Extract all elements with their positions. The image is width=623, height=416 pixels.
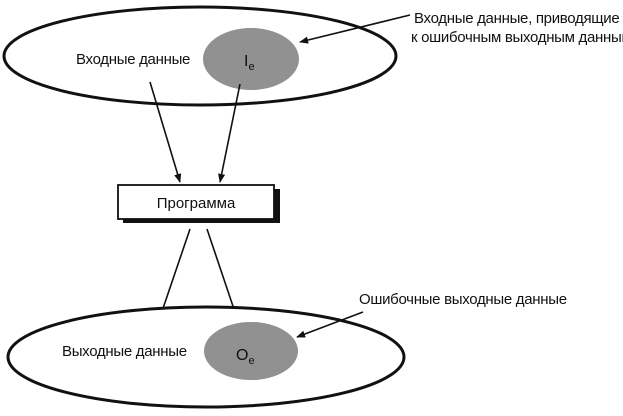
output-error-annotation: Ошибочные выходные данные <box>296 291 567 338</box>
arrow-error-input-to-program <box>218 83 241 183</box>
input-annotation-line-2: к ошибочным выходным данным <box>411 29 623 46</box>
output-set: Выходные данные Oe <box>6 305 406 409</box>
input-set: Входные данные Ie <box>2 5 398 107</box>
input-error-annotation: Входные данные, приводящие к ошибочным в… <box>299 10 623 46</box>
input-error-symbol: Ie <box>244 53 255 73</box>
output-set-label: Выходные данные <box>62 343 187 360</box>
output-error-subset-blob <box>204 322 298 380</box>
input-annotation-arrow <box>299 14 411 44</box>
program-box: Программа <box>117 184 280 223</box>
input-error-symbol-subscript: e <box>248 61 254 73</box>
input-annotation-line-1: Входные данные, приводящие <box>414 10 619 27</box>
output-error-symbol: Oe <box>236 347 255 367</box>
input-set-label: Входные данные <box>76 51 190 68</box>
input-domain-ellipse <box>2 5 398 107</box>
output-annotation-text: Ошибочные выходные данные <box>359 291 567 308</box>
output-error-symbol-subscript: e <box>248 355 254 367</box>
output-annotation-arrow <box>296 311 364 338</box>
program-box-frame <box>117 184 275 220</box>
program-label: Программа <box>157 195 236 212</box>
output-error-symbol-main: O <box>236 347 248 364</box>
input-error-subset-blob <box>203 28 299 90</box>
input-error-symbol-main: I <box>244 53 248 70</box>
arrow-input-to-program-left <box>149 81 182 183</box>
